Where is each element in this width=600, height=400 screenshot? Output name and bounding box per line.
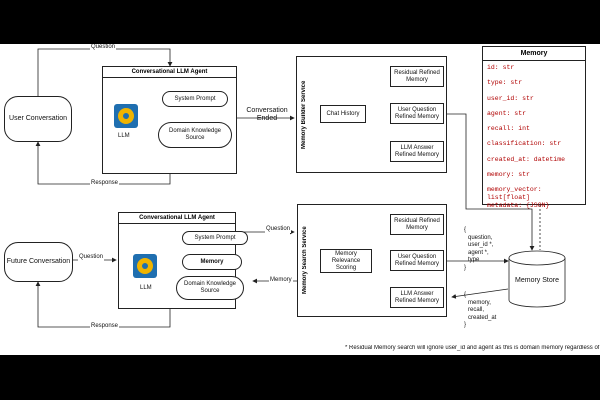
query-line: user_id *, <box>468 242 494 248</box>
bottom-domain-knowledge: Domain Knowledge Source <box>176 276 244 300</box>
bottom-system-prompt: System Prompt <box>182 231 248 245</box>
memory-store-icon <box>508 250 566 308</box>
memory-field: memory: str <box>487 171 530 179</box>
top-residual-text: Residual Refined Memory <box>394 69 440 83</box>
query-line: type <box>468 257 480 263</box>
search-service-title: Memory Search Service <box>302 226 308 295</box>
chat-history-text: Chat History <box>326 110 360 117</box>
result-line: { <box>464 292 467 298</box>
search-question-label: Question <box>265 226 292 233</box>
user-conversation-node: User Conversation <box>4 96 72 142</box>
query-line: { <box>464 227 467 233</box>
bottom-domain-knowledge-text: Domain Knowledge Source <box>183 281 237 294</box>
relevance-scoring-text: Memory Relevance Scoring <box>331 250 361 271</box>
bottom-response-label: Response <box>90 323 120 330</box>
memory-field: agent: str <box>487 109 527 117</box>
memory-field: user_id: str <box>487 94 534 102</box>
memory-schema-box: Memory id: str type: str user_id: str ag… <box>482 46 586 209</box>
memory-arrow-label: Memory <box>269 277 293 284</box>
relevance-scoring-box: Memory Relevance Scoring <box>320 249 372 273</box>
memory-field: metadata: {JSON} <box>487 201 550 209</box>
builder-service-title: Memory Builder Service <box>301 80 307 149</box>
bottom-llm-label: LLM <box>140 285 152 291</box>
bottom-system-prompt-text: System Prompt <box>194 234 236 241</box>
top-user-question-text: User Question Refined Memory <box>394 106 439 120</box>
user-conversation-label: User Conversation <box>9 115 67 122</box>
top-user-question-box: User Question Refined Memory <box>390 103 444 124</box>
memory-field: classification: str <box>487 140 562 148</box>
memory-field: id: str <box>487 64 515 71</box>
bottom-agent-title: Conversational LLM Agent <box>119 213 235 224</box>
query-line: question, <box>468 234 493 241</box>
top-system-prompt: System Prompt <box>162 91 228 107</box>
memory-field: type: str <box>487 79 523 87</box>
memory-field: memory_vector: list[float] <box>487 186 542 202</box>
bottom-llm-answer-box: LLM Answer Refined Memory <box>390 287 444 308</box>
footnote: * Residual Memory search will ignore use… <box>345 345 600 351</box>
bottom-memory-text: Memory <box>200 258 224 265</box>
result-line: } <box>464 322 467 328</box>
top-question-label: Question <box>90 44 117 51</box>
bottom-user-question-text: User Question Refined Memory <box>394 253 439 267</box>
memory-field: recall: int <box>487 125 530 133</box>
query-line: } <box>464 264 467 271</box>
bottom-user-question-box: User Question Refined Memory <box>390 250 444 271</box>
top-llm-answer-box: LLM Answer Refined Memory <box>390 141 444 162</box>
top-llm-gear-icon <box>114 104 138 128</box>
top-llm-label: LLM <box>118 133 130 139</box>
query-params: { question, user_id *, agent *, type } <box>464 227 493 272</box>
future-conversation-node: Future Conversation <box>4 242 73 282</box>
result-line: created_at <box>468 314 497 321</box>
memory-store-label: Memory Store <box>515 277 559 284</box>
bottom-question-label: Question <box>78 254 105 261</box>
diagram-canvas: User Conversation Question Response Conv… <box>0 44 600 355</box>
future-conversation-label: Future Conversation <box>6 258 71 265</box>
top-domain-knowledge-text: Domain Knowledge Source <box>168 128 222 141</box>
top-llm-answer-text: LLM Answer Refined Memory <box>394 144 439 158</box>
bottom-residual-box: Residual Refined Memory <box>390 214 444 235</box>
result-line: recall, <box>468 307 485 313</box>
memory-schema-fields: id: str type: str user_id: str agent: st… <box>483 61 585 215</box>
bottom-memory-pill: Memory <box>182 254 242 270</box>
result-params: { memory, recall, created_at } <box>464 292 496 330</box>
bottom-llm-answer-text: LLM Answer Refined Memory <box>394 290 439 304</box>
top-agent-title: Conversational LLM Agent <box>103 67 236 78</box>
top-system-prompt-text: System Prompt <box>174 95 216 102</box>
result-line: memory, <box>468 299 491 306</box>
conversation-ended-label: Conversation Ended <box>246 107 288 122</box>
bottom-residual-text: Residual Refined Memory <box>394 217 440 231</box>
query-line: agent *, <box>468 249 489 256</box>
bottom-llm-gear-icon <box>133 254 157 278</box>
top-residual-box: Residual Refined Memory <box>390 66 444 87</box>
memory-schema-title: Memory <box>483 47 585 61</box>
chat-history-box: Chat History <box>320 105 366 123</box>
memory-field: created_at: datetime <box>487 155 566 163</box>
top-response-label: Response <box>90 180 120 187</box>
top-domain-knowledge: Domain Knowledge Source <box>158 122 232 148</box>
